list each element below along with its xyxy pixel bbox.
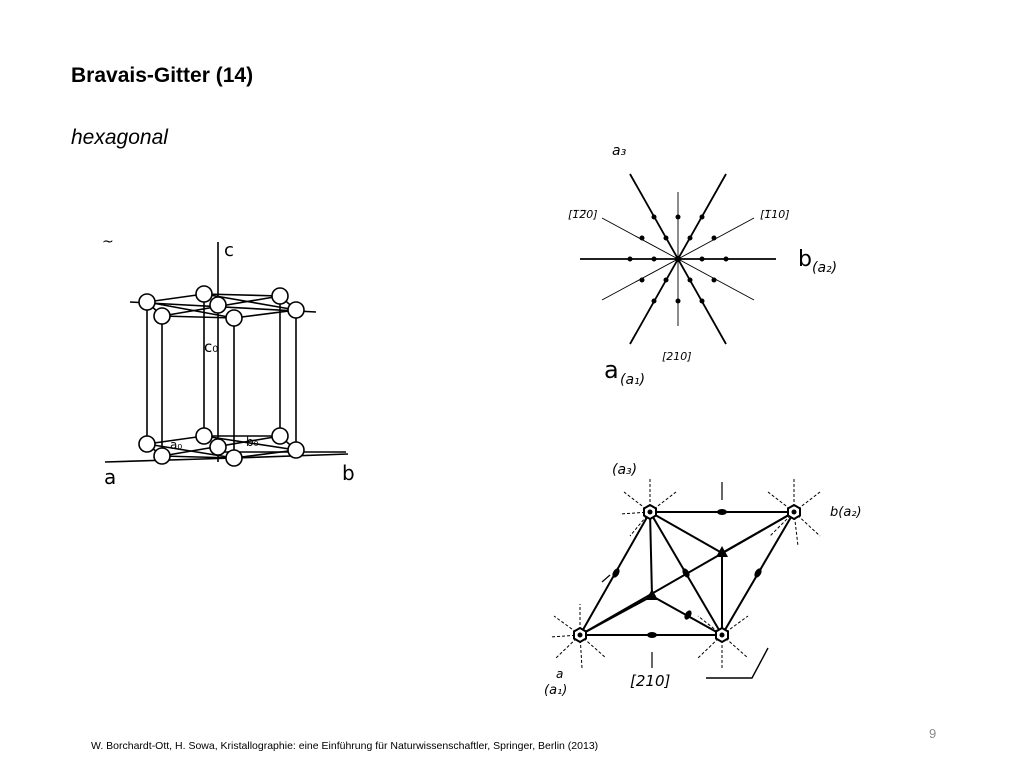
mark-tilde: ~ [102, 234, 114, 250]
slide-title: Bravais-Gitter (14) [71, 64, 254, 87]
slide-subtitle: hexagonal [71, 126, 168, 149]
label-c: c [224, 240, 234, 261]
label-a3-paren: (a₃) [612, 462, 637, 478]
page-number: 9 [929, 726, 937, 741]
citation: W. Borchardt-Ott, H. Sowa, Kristallograp… [91, 740, 599, 752]
label-b0: b₀ [246, 435, 259, 449]
label-a0: a₀ [170, 438, 182, 452]
label-210-sym: [210] [630, 672, 670, 690]
label-b-main: b [798, 247, 812, 272]
label-c0: c₀ [204, 338, 218, 356]
label-b-a2: b(a₂) [830, 505, 862, 520]
label-a: a [104, 465, 116, 489]
label-1-2-0: [1̅2̅0] [568, 208, 598, 221]
label-a-main: a [604, 356, 619, 384]
label-a1-paren: (a₁) [544, 683, 567, 698]
label-210: [210] [662, 350, 692, 363]
label-a3: a₃ [612, 143, 627, 159]
label-b-sub: (a₂) [812, 260, 837, 276]
label-a-small: a [556, 667, 563, 681]
label-1-1-0: [1̅10] [760, 208, 790, 221]
label-b: b [342, 461, 355, 485]
label-a-sub: (a₁) [620, 372, 645, 388]
